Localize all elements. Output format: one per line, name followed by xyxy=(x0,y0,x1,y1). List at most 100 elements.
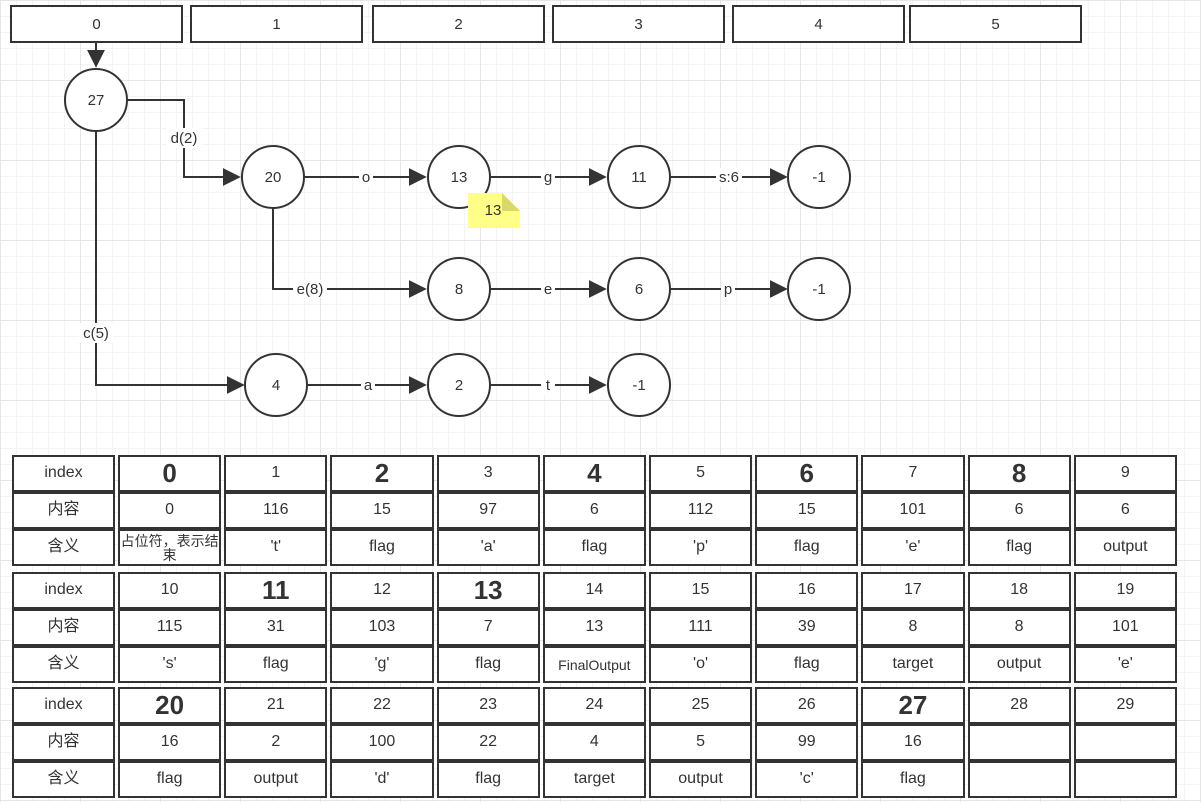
meaning-cell: flag xyxy=(755,529,859,566)
meaning-cell: 'c' xyxy=(755,761,859,798)
content-cell: 8 xyxy=(861,609,965,646)
content-cell: 99 xyxy=(755,724,859,761)
row-label-content: 内容 xyxy=(12,492,115,529)
content-cell: 39 xyxy=(755,609,859,646)
index-cell: 14 xyxy=(542,572,646,609)
meaning-cell: flag xyxy=(224,646,328,683)
content-cell: 6 xyxy=(542,492,646,529)
index-cell: 24 xyxy=(542,687,646,724)
sticky-note: 13 xyxy=(468,193,520,228)
row-label-content: 内容 xyxy=(12,724,115,761)
meaning-cell: target xyxy=(861,646,965,683)
meaning-cell: output xyxy=(1073,529,1177,566)
index-cell: 8 xyxy=(967,455,1071,492)
index-cell: 25 xyxy=(648,687,753,724)
node-label-20: 20 xyxy=(265,169,282,186)
meaning-cell xyxy=(967,761,1071,798)
edge-c xyxy=(95,131,245,394)
node-6 xyxy=(607,257,671,321)
content-cell: 101 xyxy=(1073,609,1177,646)
meaning-cell: flag xyxy=(542,529,646,566)
index-cell: 10 xyxy=(118,572,222,609)
node-4 xyxy=(244,353,308,417)
content-cell: 8 xyxy=(967,609,1071,646)
meaning-cell: output xyxy=(967,646,1071,683)
node-label-2: 2 xyxy=(455,377,463,394)
edge-label-s: s:6 xyxy=(719,169,739,186)
sticky-note-text: 13 xyxy=(485,202,502,219)
meaning-row: 含义 's' flag 'g' flag FinalOutput 'o' fla… xyxy=(12,646,1177,683)
index-cell: 15 xyxy=(648,572,753,609)
array-table-3: index 20 21 22 23 24 25 26 27 28 29 内容 1… xyxy=(9,687,1180,798)
index-cell: 3 xyxy=(436,455,540,492)
edge-label-c: c(5) xyxy=(83,325,109,342)
content-cell xyxy=(1073,724,1177,761)
meaning-cell: flag xyxy=(330,529,434,566)
meaning-cell: 'p' xyxy=(648,529,753,566)
index-row: index 0 1 2 3 4 5 6 7 8 9 xyxy=(12,455,1177,492)
node-label-13: 13 xyxy=(451,169,468,186)
index-cell: 17 xyxy=(861,572,965,609)
meaning-cell: 's' xyxy=(118,646,222,683)
row-label-index: index xyxy=(12,687,115,724)
index-cell: 29 xyxy=(1073,687,1177,724)
top-index-box-1: 1 xyxy=(190,5,363,43)
content-cell: 116 xyxy=(224,492,328,529)
index-row: index 10 11 12 13 14 15 16 17 18 19 xyxy=(12,572,1177,609)
node-label-4: 4 xyxy=(272,377,280,394)
content-cell: 22 xyxy=(436,724,540,761)
content-cell: 15 xyxy=(330,492,434,529)
meaning-cell: 'e' xyxy=(1073,646,1177,683)
meaning-cell: 占位符，表示结束 xyxy=(118,529,222,566)
node-13 xyxy=(427,145,491,209)
index-cell: 6 xyxy=(755,455,859,492)
index-cell: 9 xyxy=(1073,455,1177,492)
node-end-2 xyxy=(787,257,851,321)
index-cell: 18 xyxy=(967,572,1071,609)
trie-diagram: d(2) o g s:6 e(8) e p c(5) a t 27 20 xyxy=(64,43,851,417)
node-11 xyxy=(607,145,671,209)
meaning-cell: 'a' xyxy=(436,529,540,566)
meaning-cell: output xyxy=(648,761,753,798)
node-27 xyxy=(64,68,128,132)
content-cell: 100 xyxy=(330,724,434,761)
index-cell: 13 xyxy=(436,572,540,609)
index-cell: 2 xyxy=(330,455,434,492)
content-cell: 5 xyxy=(648,724,753,761)
node-label-end-2: -1 xyxy=(812,281,825,298)
top-index-box-4: 4 xyxy=(732,5,905,43)
content-row: 内容 115 31 103 7 13 111 39 8 8 101 xyxy=(12,609,1177,646)
index-cell: 28 xyxy=(967,687,1071,724)
content-cell: 15 xyxy=(755,492,859,529)
index-cell: 22 xyxy=(330,687,434,724)
edge-e8 xyxy=(272,207,427,298)
content-cell: 103 xyxy=(330,609,434,646)
top-index-box-3: 3 xyxy=(552,5,725,43)
array-table-2: index 10 11 12 13 14 15 16 17 18 19 内容 1… xyxy=(9,572,1180,683)
meaning-cell xyxy=(1073,761,1177,798)
content-row: 内容 16 2 100 22 4 5 99 16 xyxy=(12,724,1177,761)
node-2 xyxy=(427,353,491,417)
edge-label-e: e xyxy=(544,281,552,298)
meaning-cell: 'g' xyxy=(330,646,434,683)
row-label-index: index xyxy=(12,455,115,492)
edge-label-e8: e(8) xyxy=(297,281,324,298)
content-cell: 0 xyxy=(118,492,222,529)
index-cell: 20 xyxy=(118,687,222,724)
index-cell: 27 xyxy=(861,687,965,724)
content-cell: 2 xyxy=(224,724,328,761)
row-label-meaning: 含义 xyxy=(12,529,115,566)
node-label-end-1: -1 xyxy=(812,169,825,186)
top-index-box-0: 0 xyxy=(10,5,183,43)
content-cell: 31 xyxy=(224,609,328,646)
top-index-box-5: 5 xyxy=(909,5,1082,43)
index-cell: 5 xyxy=(648,455,753,492)
index-cell: 1 xyxy=(224,455,328,492)
meaning-cell: flag xyxy=(755,646,859,683)
index-row: index 20 21 22 23 24 25 26 27 28 29 xyxy=(12,687,1177,724)
meaning-cell: flag xyxy=(861,761,965,798)
row-label-index: index xyxy=(12,572,115,609)
content-cell: 115 xyxy=(118,609,222,646)
index-cell: 11 xyxy=(224,572,328,609)
index-cell: 19 xyxy=(1073,572,1177,609)
